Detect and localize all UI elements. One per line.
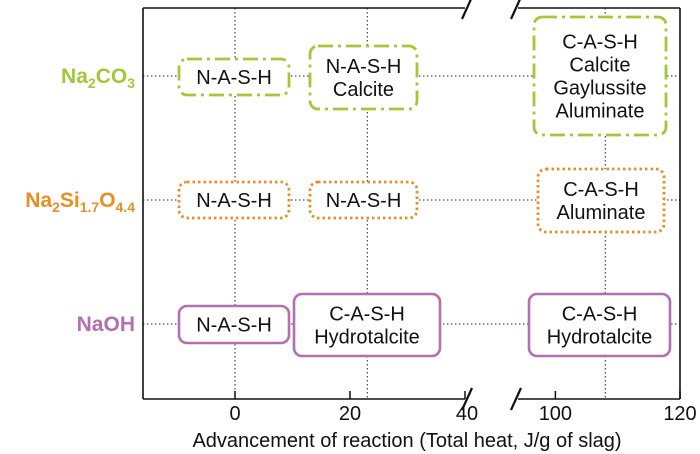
product-box-border [292, 292, 442, 358]
product-label: Hydrotalcite [314, 327, 420, 349]
product-box-border [532, 15, 668, 137]
x-axis-ticks: 0 20 40 100 120 [229, 391, 697, 425]
x-axis: 0 20 40 100 120 Advancement of reaction (Tot… [192, 391, 697, 452]
series-label-silicate: Na2Si1.7O4.4 [25, 189, 135, 215]
product-label: N-A-S-H [196, 190, 272, 212]
product-label: N-A-S-H [196, 315, 272, 337]
product-label: C-A-S-H [562, 32, 638, 54]
product-label: N-A-S-H [326, 190, 402, 212]
product-label: Calcite [569, 55, 630, 77]
product-box-border [308, 44, 419, 111]
product-box-na2co3-early: N-A-S-H [177, 57, 291, 97]
product-box-silicate-mid: N-A-S-H [308, 180, 419, 220]
product-label: C-A-S-H [329, 304, 405, 326]
product-label: C-A-S-H [563, 179, 639, 201]
axis-break-mark [509, 0, 521, 20]
product-box-border [177, 57, 291, 97]
product-label: Aluminate [557, 202, 646, 224]
series-label-na2co3: Na2CO3 [61, 65, 135, 91]
product-label: Gaylussite [553, 78, 646, 100]
product-box-border [177, 180, 291, 220]
product-label: N-A-S-H [326, 56, 402, 78]
axis-break-mark [509, 387, 523, 411]
product-label: Hydrotalcite [547, 327, 653, 349]
x-tick-label: 100 [539, 403, 572, 425]
product-label: C-A-S-H [562, 304, 638, 326]
x-tick-label: 120 [663, 403, 696, 425]
x-axis-label: Advancement of reaction (Total heat, J/g… [192, 430, 621, 452]
plot-frame [142, 0, 681, 411]
product-box-border [308, 180, 419, 220]
x-tick-label: 0 [229, 403, 240, 425]
product-label: N-A-S-H [196, 67, 272, 89]
x-tick-label: 40 [456, 403, 478, 425]
axis-break-mark [460, 387, 474, 411]
product-box-border [536, 167, 666, 234]
product-box-naoh-early: N-A-S-H [177, 304, 291, 345]
product-box-silicate-early: N-A-S-H [177, 180, 291, 220]
axis-break-mark [460, 0, 472, 20]
product-label: Aluminate [556, 101, 645, 123]
product-label: Calcite [333, 79, 394, 101]
product-box-border [527, 292, 672, 358]
product-box-border [177, 304, 291, 345]
series-label-naoh: NaOH [77, 313, 135, 336]
x-tick-label: 20 [339, 403, 361, 425]
